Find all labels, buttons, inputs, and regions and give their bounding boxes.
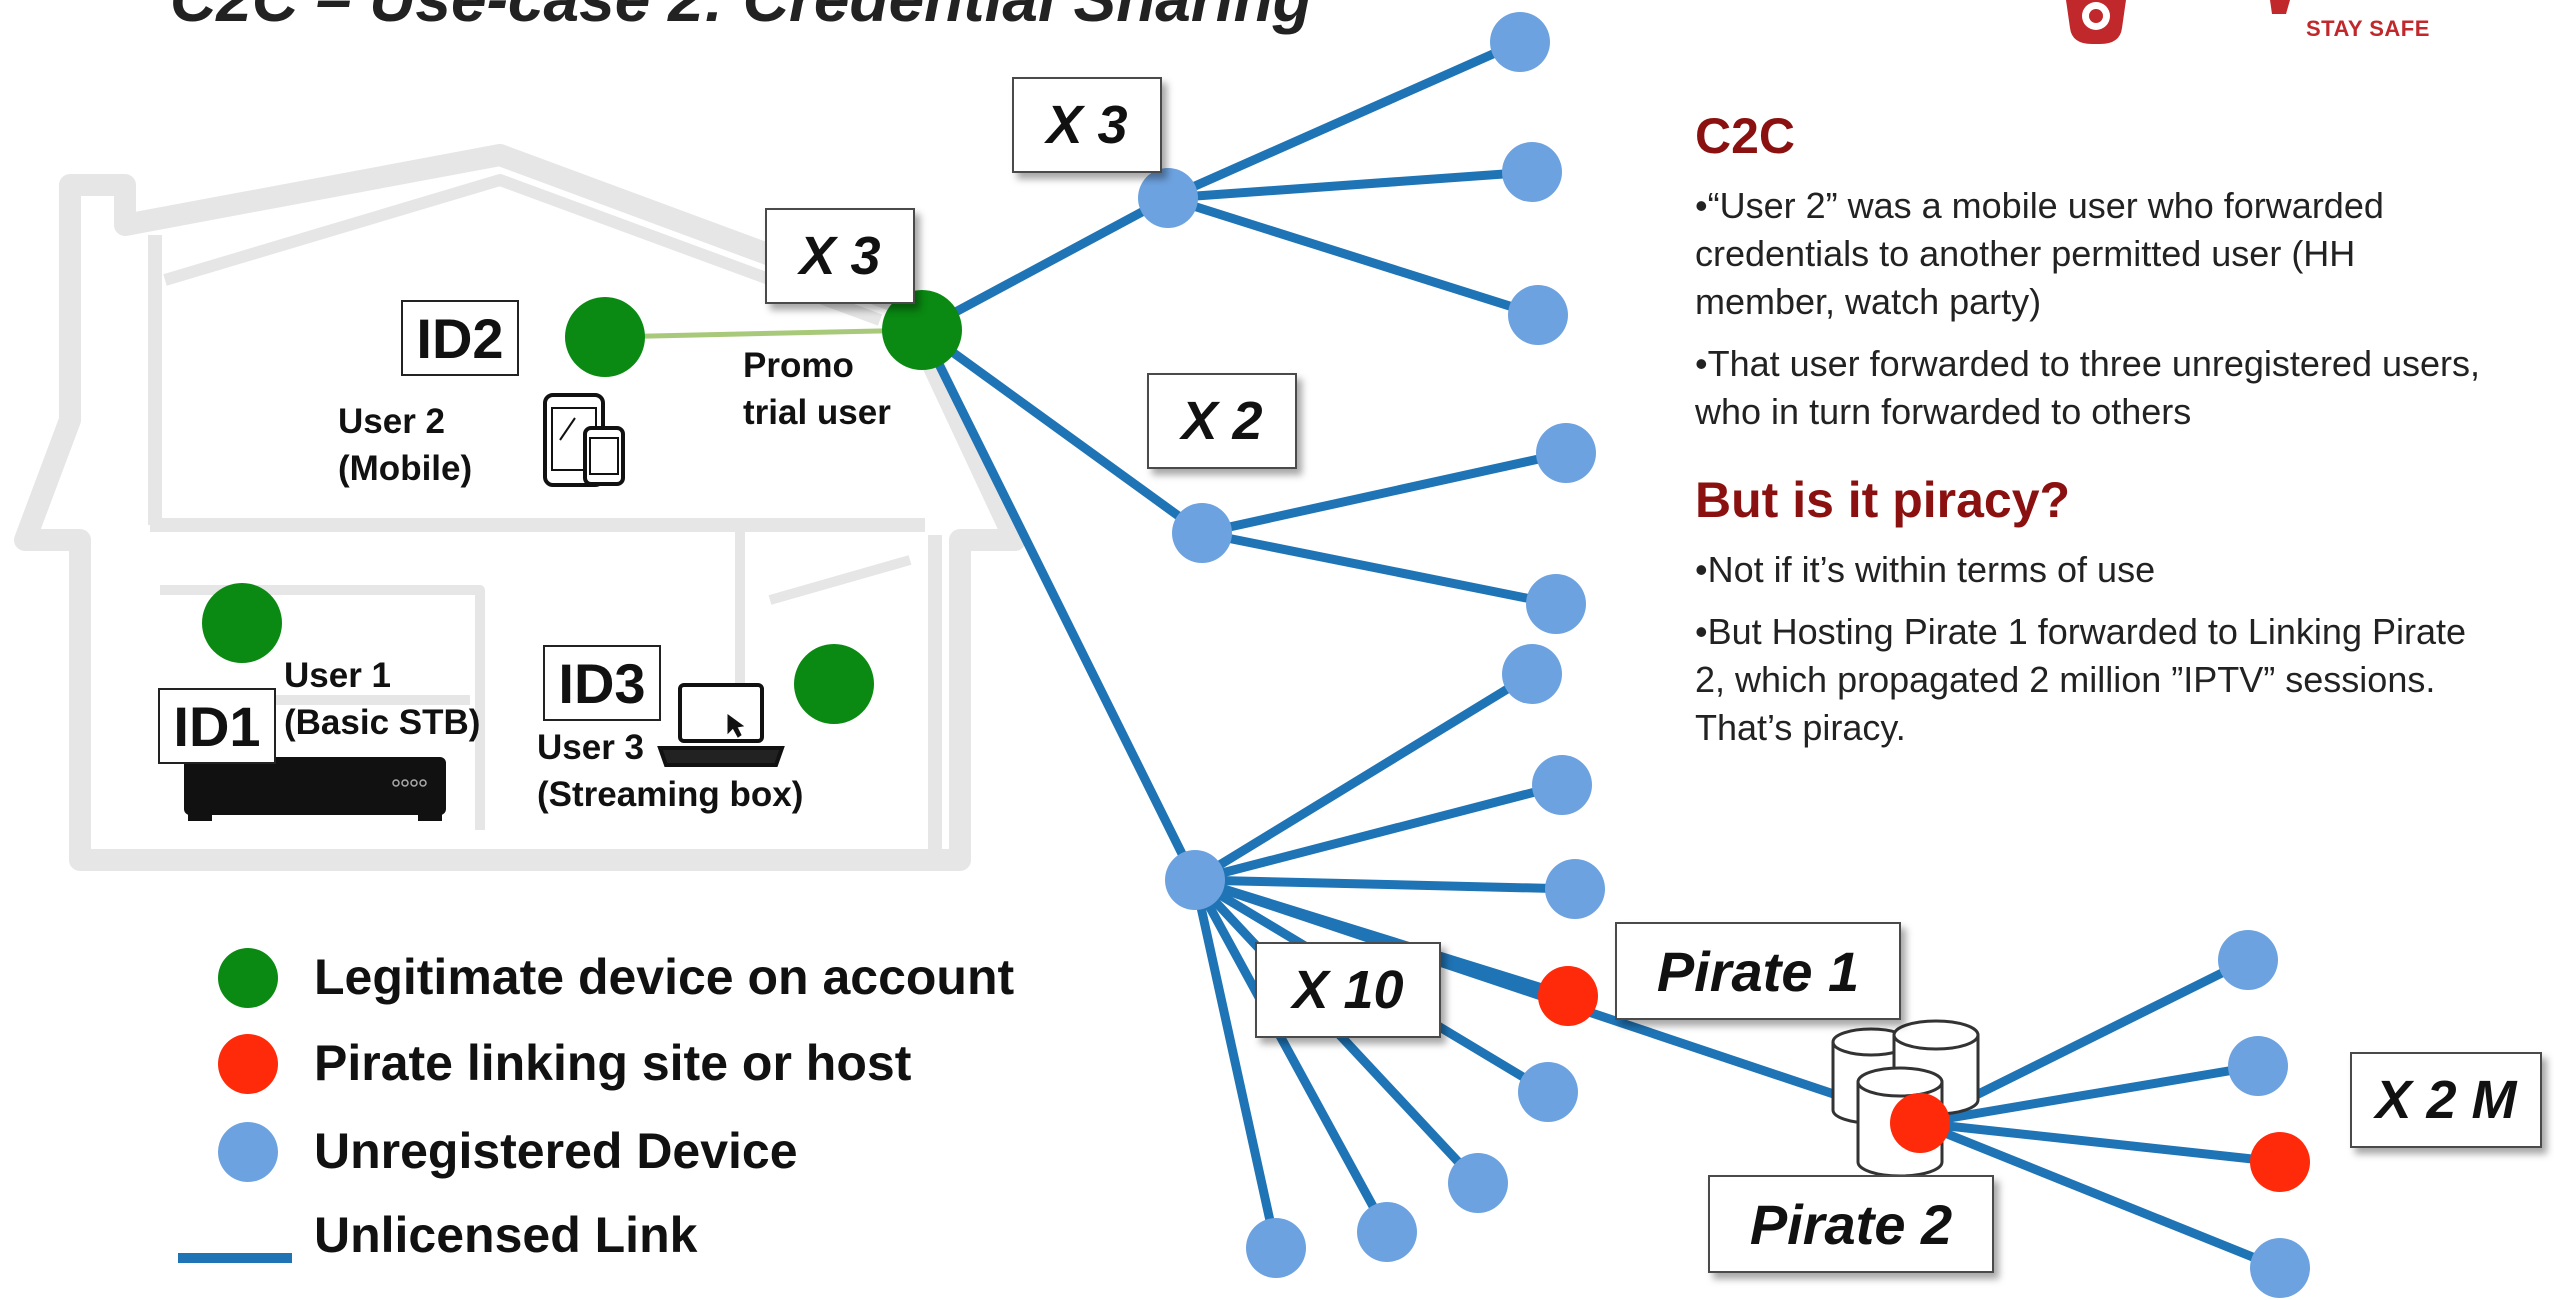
side-para-4: •But Hosting Pirate 1 forwarded to Linki… [1695,611,2467,748]
side-para-2: •That user forwarded to three unregister… [1695,343,2481,432]
pirate-nodes [1538,966,2310,1192]
multiplier-box-mid: X 2 [1147,373,1297,469]
legend-label-legit: Legitimate device on account [314,949,1015,1005]
side-para-1: •“User 2” was a mobile user who forwarde… [1695,185,2384,322]
mobile-phones-icon [543,393,625,487]
network-links [602,37,2285,1273]
user3-label: User 3 (Streaming box) [537,728,804,814]
legend-blue-dot [218,1122,278,1182]
multiplier-box-top-a: X 3 [1012,77,1162,173]
side-heading-piracy: But is it piracy? [1695,472,2071,528]
multiplier-box-top-b: X 3 [765,208,915,304]
promo-label: Promo trial user [743,346,891,432]
multiplier-box-fan: X 10 [1255,942,1441,1038]
legend-label-link: Unlicensed Link [314,1207,698,1263]
legend-label-pirate: Pirate linking site or host [314,1035,912,1091]
licensed-link [602,327,925,340]
side-heading-c2c: C2C [1695,108,1796,164]
set-top-box-icon [184,757,446,821]
id3-box: ID3 [543,645,661,721]
laptop-icon [657,683,785,767]
side-para-3: •Not if it’s within terms of use [1695,549,2156,590]
pirate-2-box: Pirate 2 [1708,1175,1994,1273]
brand-logo [2066,0,2290,44]
legit-nodes [202,290,962,724]
id1-box: ID1 [158,688,276,764]
pirate-1-box: Pirate 1 [1615,922,1901,1020]
user1-label: User 1 (Basic STB) [284,656,481,742]
slide-title: C2C – Use-case 2: Credential Sharing [170,0,1312,36]
legend-red-dot [218,1034,278,1094]
id2-box: ID2 [401,300,519,376]
unregistered-nodes [1138,12,2310,1298]
legend-markers [178,948,292,1263]
legend-label-unregistered: Unregistered Device [314,1123,798,1179]
legend-green-dot [218,948,278,1008]
brand-tagline: STAY SAFE [2306,16,2430,41]
house-outline [14,144,1026,871]
multiplier-box-final: X 2 M [2350,1052,2542,1148]
side-panel: C2C •“User 2” was a mobile user who forw… [1695,108,2495,752]
user2-label: User 2 (Mobile) [338,402,473,488]
